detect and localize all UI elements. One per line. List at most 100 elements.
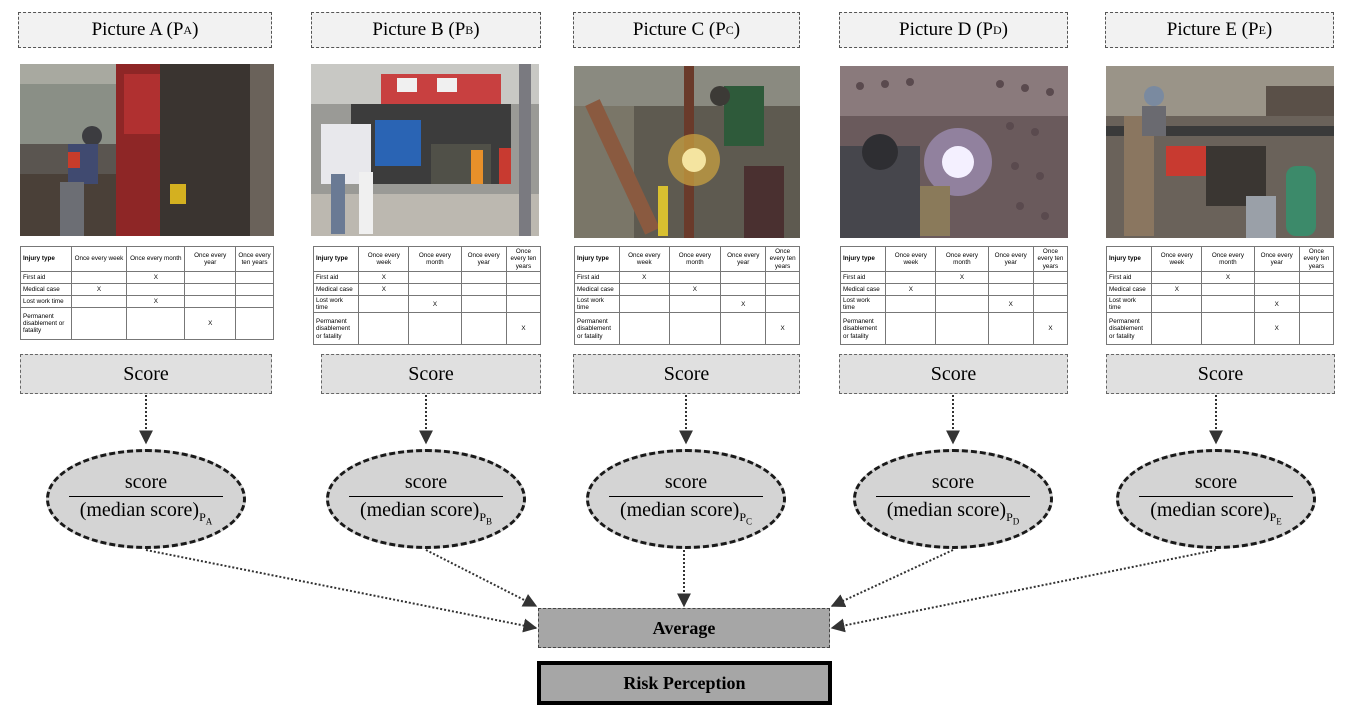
- photo-b-construction-site: [311, 64, 539, 236]
- fraction-bar: [876, 496, 1030, 498]
- injury-type-cell: First aid: [1105, 271, 1153, 284]
- table-header-cell: Once every ten years: [505, 246, 542, 272]
- frequency-cell: [460, 294, 507, 314]
- injury-type-cell: Permanent disablement or fatality: [1105, 312, 1153, 346]
- photo-e-welding-shop: [1106, 66, 1334, 238]
- frequency-cell: [1032, 294, 1069, 314]
- photo-c-welding-sparks: [574, 66, 800, 238]
- fraction-numerator: score: [1194, 471, 1238, 494]
- injury-type-cell: Lost work time: [1105, 294, 1153, 314]
- table-header-cell: Once every week: [1151, 246, 1203, 272]
- table-header-cell: Once every ten years: [1298, 246, 1335, 272]
- frequency-cell: [765, 271, 800, 284]
- table-row: Lost work time X: [1105, 294, 1335, 314]
- injury-type-cell: Permanent disablement or fatality: [839, 312, 887, 346]
- arrow-avg-e: [830, 549, 1217, 633]
- score-label: Score: [930, 362, 977, 385]
- fraction-bar: [1139, 496, 1293, 498]
- frequency-mark: X: [668, 283, 722, 296]
- frequency-mark: X: [126, 271, 186, 284]
- title-close: ): [1265, 19, 1273, 40]
- frequency-cell: [408, 312, 462, 346]
- normalized-score-ellipse-d: score (median score)PD: [853, 449, 1053, 549]
- frequency-cell: [70, 271, 128, 284]
- frequency-cell: [1151, 294, 1203, 314]
- injury-type-cell: Permanent disablement or fatality: [20, 307, 72, 340]
- frequency-mark: X: [184, 307, 237, 340]
- title-sub: D: [992, 22, 1002, 37]
- frequency-cell: [408, 271, 462, 284]
- frequency-cell: [1298, 312, 1335, 346]
- frequency-mark: X: [885, 283, 937, 296]
- injury-type-cell: Lost work time: [839, 294, 887, 314]
- photo-a-welder-steel-pile: [20, 64, 274, 236]
- injury-type-cell: Lost work time: [20, 295, 72, 308]
- frequency-cell: [408, 283, 462, 296]
- frequency-mark: X: [720, 294, 767, 314]
- score-box-e: Score: [1106, 354, 1335, 394]
- average-box: Average: [538, 608, 830, 648]
- fraction-numerator: score: [404, 471, 448, 494]
- frequency-cell: [505, 283, 542, 296]
- table-row: Lost work time X: [20, 295, 274, 308]
- table-header-cell: Injury type: [574, 246, 620, 272]
- risk-perception-label: Risk Perception: [623, 672, 746, 693]
- frequency-cell: [235, 271, 274, 284]
- frequency-cell: [765, 294, 800, 314]
- table-header-cell: Once every ten years: [765, 246, 800, 272]
- score-label: Score: [123, 362, 169, 385]
- table-header-cell: Once every month: [1201, 246, 1255, 272]
- frequency-cell: [668, 294, 722, 314]
- fraction-numerator: score: [931, 471, 975, 494]
- table-header-cell: Once every week: [70, 246, 128, 272]
- table-header-cell: Injury type: [839, 246, 887, 272]
- score-label: Score: [663, 362, 710, 385]
- table-row: First aid X: [20, 271, 274, 284]
- table-header-cell: Once every week: [619, 246, 670, 272]
- frequency-mark: X: [987, 294, 1034, 314]
- table-header-cell: Once every week: [358, 246, 410, 272]
- injury-type-cell: Lost work time: [574, 294, 620, 314]
- injury-type-cell: Medical case: [312, 283, 360, 296]
- frequency-cell: [358, 294, 410, 314]
- normalized-score-ellipse-e: score (median score)PE: [1116, 449, 1316, 549]
- frequency-mark: X: [765, 312, 800, 346]
- title-main: Picture E (P: [1166, 19, 1259, 40]
- injury-type-cell: First aid: [20, 271, 72, 284]
- score-label: Score: [1197, 362, 1244, 385]
- frequency-cell: [505, 271, 542, 284]
- risk-perception-box: Risk Perception: [537, 661, 832, 705]
- frequency-mark: X: [1253, 294, 1300, 314]
- score-label: Score: [408, 362, 454, 385]
- table-row: Permanent disablement or fatality X: [20, 307, 274, 340]
- frequency-cell: [1032, 271, 1069, 284]
- title-close: ): [733, 19, 741, 40]
- frequency-cell: [1201, 283, 1255, 296]
- average-label: Average: [652, 617, 716, 638]
- frequency-cell: [184, 295, 237, 308]
- frequency-cell: [619, 283, 670, 296]
- frequency-cell: [1151, 271, 1203, 284]
- frequency-mark: X: [126, 295, 186, 308]
- frequency-mark: X: [70, 283, 128, 296]
- frequency-cell: [1201, 294, 1255, 314]
- table-header-cell: Once every month: [408, 246, 462, 272]
- frequency-cell: [460, 312, 507, 346]
- frequency-mark: X: [358, 283, 410, 296]
